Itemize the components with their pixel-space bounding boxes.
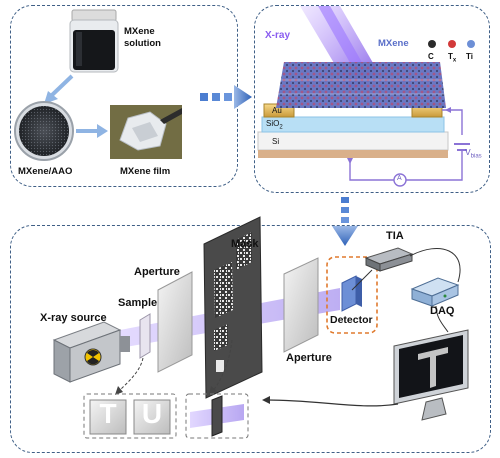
arrow-icon [200,85,252,109]
xray-source-box [52,321,130,383]
si-layer-label: Si [272,137,280,146]
signal-cables [351,248,461,333]
xray-label: X-ray [265,30,291,41]
ammeter-label: A [397,175,402,182]
arrow-icon [332,197,358,246]
mask-label: Mask [231,238,259,250]
sample-label: Sample [118,297,158,309]
daq-label: DAQ [430,305,455,317]
tia-label: TIA [386,230,404,242]
aperture-plate-left [157,271,193,373]
ti-atom-icon [467,40,475,48]
daq-box [410,277,460,307]
device-stack [257,62,449,158]
mxene-film-label: MXene film [120,166,171,177]
sample-tile-t [89,399,127,435]
legend-ti: Ti [466,52,473,61]
mxene-aao-membrane [14,101,74,161]
carbon-atom-icon [428,40,436,48]
detector-label: Detector [330,314,373,326]
arrow-icon [76,124,108,138]
mxene-solution-label: MXene solution [124,26,161,49]
au-layer-label: Au [272,106,282,115]
xray-source-label: X-ray source [40,312,107,324]
aperture-right-label: Aperture [286,352,332,364]
monitor-icon [393,329,469,421]
ammeter-icon [393,173,407,187]
sample-plate [139,313,151,359]
return-arrow [262,396,399,407]
legend-tx: Tx [448,52,457,64]
sio2-layer-label: SiO2 [266,119,283,131]
panel-device [254,5,490,193]
arrow-icon [44,74,74,104]
tx-atom-icon [448,40,456,48]
mxene-label: MXene [378,38,409,49]
aperture-left-label: Aperture [134,266,180,278]
sample-letter-t: T [99,398,117,429]
mxene-aao-label: MXene/AAO [18,166,73,177]
sample-letter-u: U [141,398,163,429]
legend-c: C [428,52,434,61]
sample-inset [83,393,177,439]
vbias-label: Vbias [465,147,482,160]
sample-tile-u [133,399,171,435]
mxene-film-photo [110,105,182,159]
tia-box [364,247,414,272]
mxene-solution-vial [69,9,119,73]
mask-inset [185,393,249,439]
mask-plate [203,216,263,399]
aperture-plate-right [283,257,319,353]
inset-pointers [115,339,233,395]
detector-device [326,256,378,334]
